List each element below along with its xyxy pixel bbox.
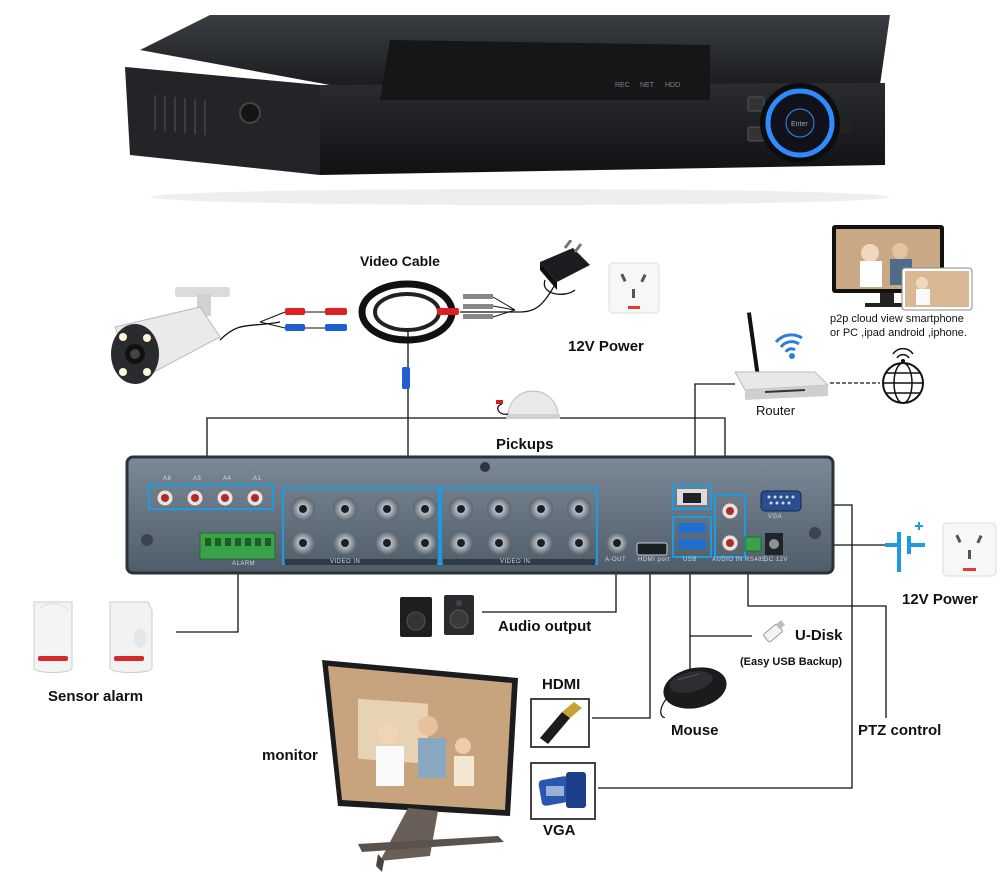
pickups-label: Pickups	[496, 436, 554, 453]
globe-icon	[882, 348, 924, 404]
wall-socket-right-icon	[942, 522, 997, 577]
vga-port-label: VGA	[768, 514, 783, 520]
cloud-caption-line1: p2p cloud view smartphone	[830, 313, 964, 325]
power-top-label: 12V Power	[568, 338, 644, 355]
udisk-sub-label: (Easy USB Backup)	[740, 656, 843, 668]
video-in-label-left: VIDEO IN	[330, 559, 361, 565]
indicator-rec: REC	[615, 82, 630, 89]
microphone-icon	[496, 390, 560, 419]
router-label: Router	[756, 403, 796, 418]
hdmi-label: HDMI	[542, 676, 581, 693]
monitor-label: monitor	[262, 747, 318, 764]
ptz-control-label: PTZ control	[858, 722, 942, 739]
audio-in-label-a1: A1	[253, 476, 262, 482]
rs485-label: RS485	[745, 557, 766, 563]
dc-symbol-icon	[885, 522, 925, 572]
aout-label: A-OUT	[605, 557, 627, 563]
sensor-alarm-label: Sensor alarm	[48, 688, 144, 705]
power-right-label: 12V Power	[902, 591, 978, 608]
monitor-icon	[322, 660, 518, 872]
vga-connector-icon	[530, 762, 596, 820]
udisk-label: U-Disk	[795, 627, 843, 644]
video-in-label-right: VIDEO IN	[500, 559, 531, 565]
audio-output-label: Audio output	[498, 618, 592, 635]
pir-sensor-icon	[33, 601, 153, 673]
wire-hdmi	[592, 565, 651, 719]
dc-label: DC 12V	[764, 557, 789, 563]
power-adapter-icon	[540, 240, 590, 295]
mouse-icon	[660, 667, 727, 718]
hdmi-connector-icon	[530, 698, 590, 748]
wire-alarm	[176, 568, 239, 633]
cloud-caption-line2: or PC ,ipad android ,iphone.	[830, 327, 967, 339]
wire-camera	[219, 321, 281, 341]
audio-in-port-label: AUDIO IN	[712, 557, 743, 563]
mouse-label: Mouse	[671, 722, 719, 739]
dvr-front-icon: REC NET HDD Enter	[125, 15, 890, 205]
alarm-port-label: ALARM	[232, 561, 256, 567]
hdmi-port-label: HDMI port	[638, 557, 670, 563]
cable-reel-icon	[259, 280, 516, 389]
speaker-icon	[400, 595, 474, 637]
usb-stick-icon	[763, 620, 785, 643]
wall-socket-icon	[608, 262, 660, 314]
vga-label: VGA	[543, 822, 576, 839]
wire-router-lan	[694, 383, 735, 485]
phone-pc-icon	[832, 225, 973, 311]
video-cable-label: Video Cable	[360, 253, 440, 269]
wire-ptz	[747, 560, 887, 718]
audio-in-label-a8: A8	[163, 476, 172, 482]
wifi-icon	[774, 333, 803, 359]
audio-in-label-a5: A5	[193, 476, 202, 482]
dvr-rear-panel	[125, 455, 835, 575]
wire-pickups	[206, 417, 520, 472]
indicator-hdd: HDD	[665, 82, 680, 89]
usb-port-label: USB	[683, 557, 697, 563]
camera-icon	[111, 287, 230, 384]
router-icon	[734, 312, 830, 400]
svg-text:Enter: Enter	[791, 121, 808, 128]
audio-in-label-a4: A4	[223, 476, 232, 482]
indicator-net: NET	[640, 82, 655, 89]
